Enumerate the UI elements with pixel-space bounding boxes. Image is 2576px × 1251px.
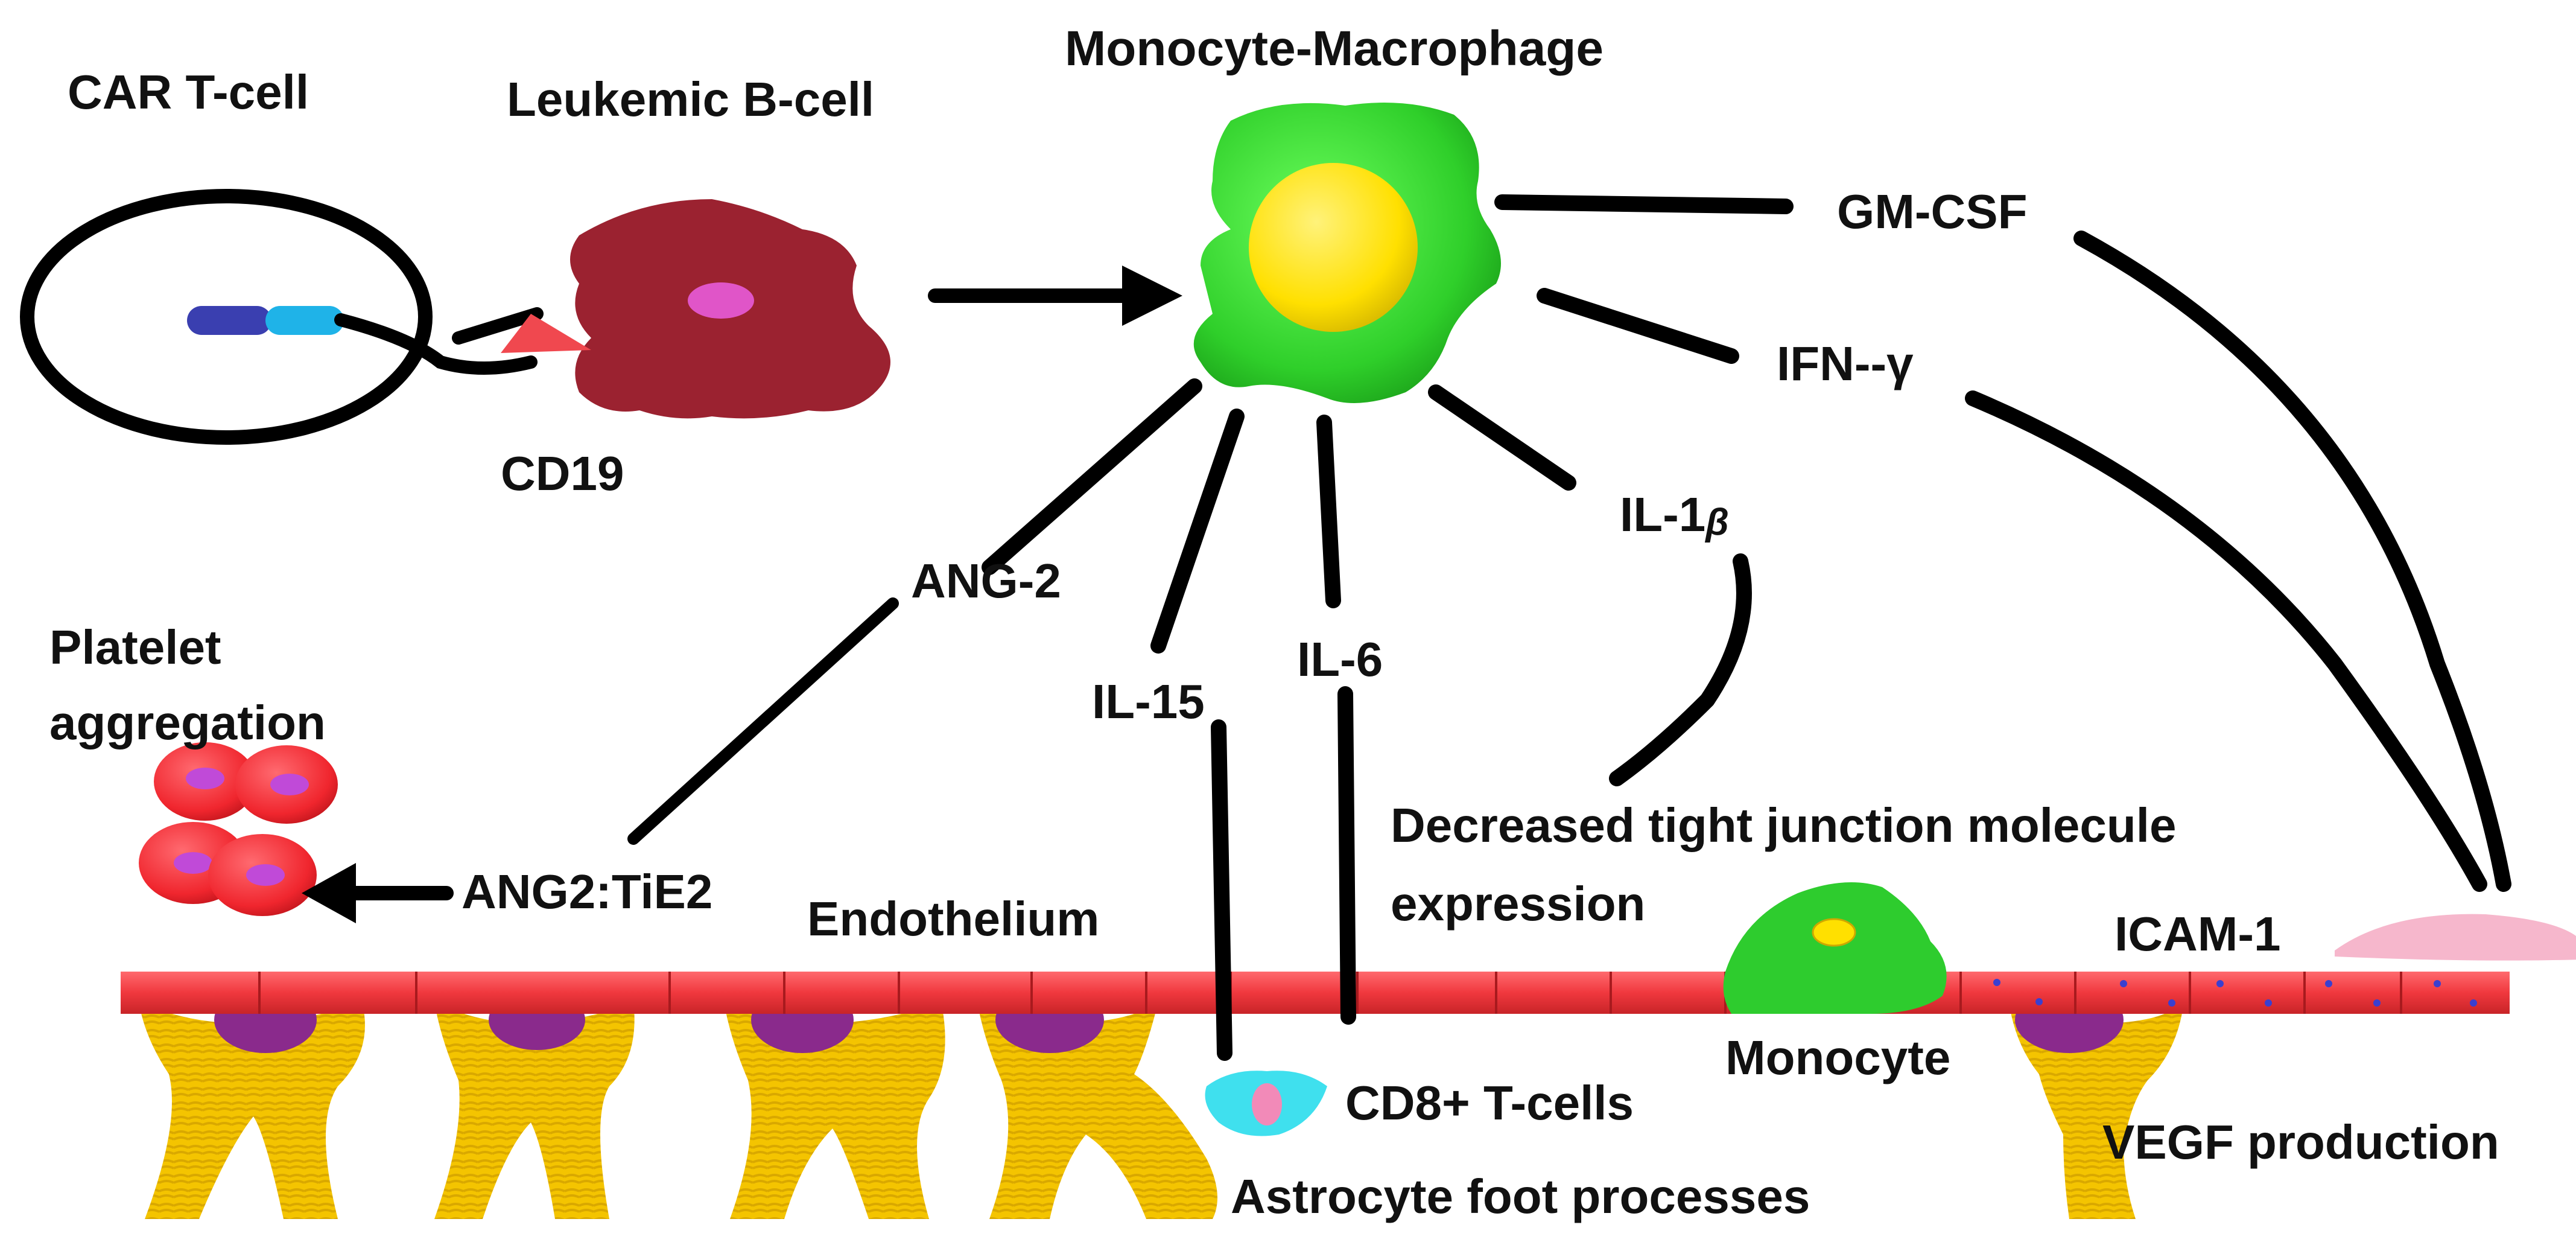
label-ang2-tie2: ANG2:TiE2 [462, 865, 712, 918]
b-cell-nucleus [688, 282, 754, 319]
endothelium-layer [121, 972, 2510, 1014]
car-t-cell-membrane [20, 189, 433, 445]
monocyte-nucleus [1812, 918, 1856, 947]
connectors [302, 194, 2511, 1061]
label-ifn-gamma: IFN--γ [1777, 337, 1914, 390]
monocyte [1723, 882, 1947, 1014]
line-ifn-gamma [1537, 288, 1739, 364]
platelet-cluster [139, 742, 338, 916]
labels: CAR T-cell Leukemic B-cell CD19 Monocyte… [49, 21, 2499, 1223]
line-il-15-to-cd8 [1211, 719, 1232, 1061]
line-il-1b-to-tight-junction [1609, 553, 1752, 786]
label-vegf-production: VEGF production [2102, 1115, 2499, 1169]
label-cd19: CD19 [501, 447, 624, 500]
astrocyte-4 [977, 1002, 1217, 1219]
monocyte-body [1723, 882, 1947, 1014]
cd19-antigen [501, 314, 591, 353]
label-monocyte: Monocyte [1725, 1031, 1950, 1084]
label-tight-junction-line2: expression [1391, 877, 1645, 931]
label-monocyte-macrophage: Monocyte-Macrophage [1065, 21, 1604, 76]
label-aggregation: aggregation [49, 696, 326, 750]
leukemic-b-cell [501, 199, 890, 419]
line-il-6-to-endothelium [1337, 686, 1356, 1025]
line-ang-2 [982, 378, 1202, 575]
car-receptor-light [265, 306, 344, 335]
line-il-15 [1150, 409, 1245, 654]
label-car-t-cell: CAR T-cell [68, 65, 309, 119]
arrowhead-bcell-to-macrophage [1122, 266, 1182, 326]
label-il-15: IL-15 [1092, 675, 1205, 728]
label-leukemic-b-cell: Leukemic B-cell [507, 72, 874, 126]
line-il-1b [1428, 384, 1576, 491]
car-t-cell [20, 189, 544, 445]
car-receptor-tail [334, 313, 538, 375]
astrocyte-1 [139, 1002, 365, 1219]
monocyte-macrophage [1193, 103, 1501, 403]
astrocyte-2 [434, 1002, 635, 1219]
label-tight-junction-line1: Decreased tight junction molecule [1391, 798, 2177, 852]
label-il-1-prefix: IL-1 [1620, 488, 1705, 541]
label-ang-2: ANG-2 [911, 554, 1061, 608]
cd8-t-cell [1205, 1071, 1327, 1136]
macrophage-nucleus [1249, 163, 1418, 332]
label-platelet: Platelet [49, 620, 221, 674]
cd8-nucleus [1252, 1083, 1282, 1125]
label-icam-1: ICAM-1 [2114, 907, 2281, 961]
car-receptor-dark [187, 306, 271, 335]
icam-1-shape [2335, 914, 2576, 961]
label-gm-csf: GM-CSF [1837, 185, 2028, 238]
endothelium-band [121, 972, 2510, 1014]
astrocyte-5 [2009, 1002, 2184, 1219]
line-gm-csf-to-icam [2073, 231, 2511, 892]
arrowhead-tie2-to-platelets [302, 863, 356, 923]
label-cd8-t-cells: CD8+ T-cells [1345, 1076, 1634, 1130]
line-ifn-to-icam [1965, 390, 2487, 892]
astrocyte-3 [724, 1002, 945, 1219]
label-astrocyte-foot-processes: Astrocyte foot processes [1231, 1170, 1810, 1223]
label-il-1-beta: β [1704, 501, 1728, 543]
label-il-1b: IL-1β [1620, 488, 1729, 543]
label-endothelium: Endothelium [807, 892, 1099, 946]
label-il-6: IL-6 [1297, 632, 1383, 686]
astrocyte-foot-processes [139, 987, 2184, 1219]
line-ang-2-to-tie2 [627, 597, 899, 845]
line-gm-csf [1494, 194, 1794, 214]
line-il-6 [1316, 415, 1341, 608]
